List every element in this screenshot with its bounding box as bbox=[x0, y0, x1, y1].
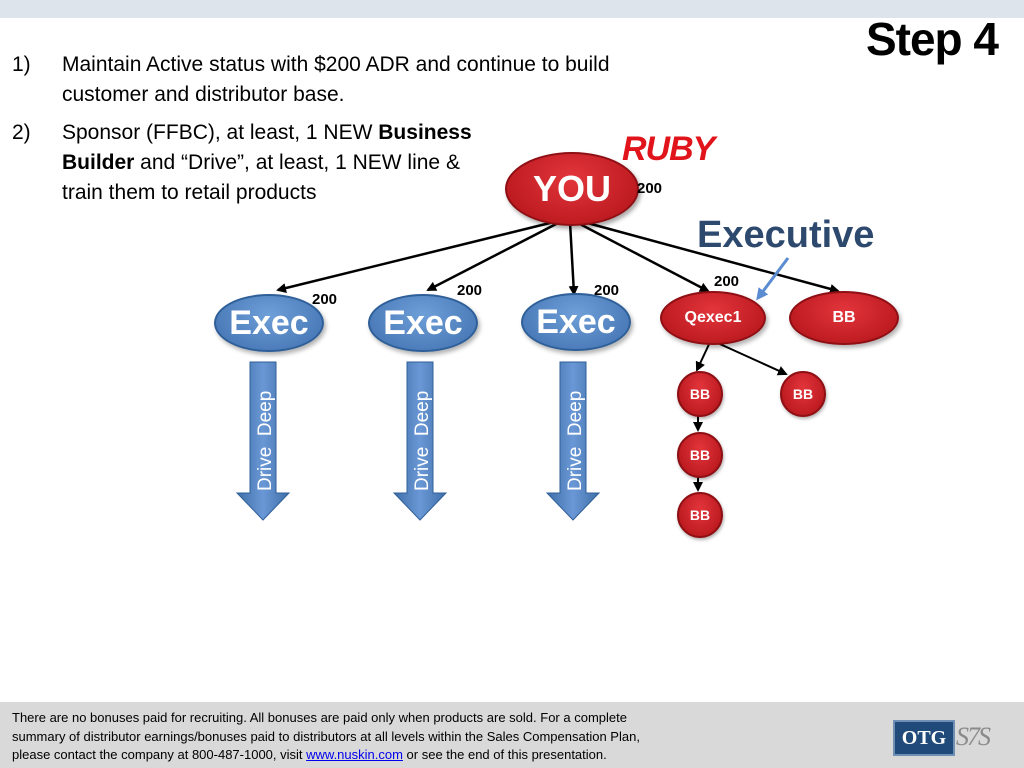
footer: There are no bonuses paid for recruiting… bbox=[0, 702, 1024, 768]
node-bb-child-1: BB bbox=[677, 371, 723, 417]
bullet-2-part-1: Sponsor (FFBC), at least, 1 NEW bbox=[62, 121, 379, 144]
node-you-label: YOU bbox=[532, 168, 611, 209]
node-exec-3-label: Exec bbox=[536, 302, 616, 341]
footer-link-nuskin[interactable]: www.nuskin.com bbox=[306, 747, 403, 762]
link-qexec-bb-right bbox=[710, 339, 788, 376]
node-qexec1-label: Qexec1 bbox=[684, 309, 742, 326]
node-bb-child-4-label: BB bbox=[689, 507, 711, 523]
otg-logo: OTG bbox=[893, 720, 955, 756]
amount-exec-2: 200 bbox=[457, 282, 483, 299]
amount-exec-3: 200 bbox=[594, 282, 620, 299]
footer-line-3-post: or see the end of this presentation. bbox=[402, 747, 607, 762]
drive-deep-label-2: Drive Deep bbox=[412, 391, 433, 491]
node-bb-child-2-label: BB bbox=[792, 386, 814, 402]
footer-line-2: summary of distributor earnings/bonuses … bbox=[12, 728, 640, 744]
footer-line-3: please contact the company at 800-487-10… bbox=[12, 746, 752, 765]
bullet-2-part-2-bold: Business Builder bbox=[62, 121, 472, 174]
node-exec-1-label: Exec bbox=[229, 303, 309, 342]
footer-disclaimer: There are no bonuses paid for recruiting… bbox=[12, 709, 752, 765]
drive-deep-arrow-3 bbox=[545, 361, 601, 521]
node-bb-top-label: BB bbox=[832, 309, 856, 326]
link-you-exec2 bbox=[426, 220, 561, 292]
bullet-2-text: Sponsor (FFBC), at least, 1 NEW Business… bbox=[62, 118, 502, 208]
drive-deep-label-3: Drive Deep bbox=[565, 391, 586, 491]
footer-line-1: There are no bonuses paid for recruiting… bbox=[12, 710, 627, 725]
node-bb-child-1-label: BB bbox=[689, 386, 711, 402]
top-band bbox=[0, 0, 1024, 18]
link-qexec-bb-left bbox=[695, 339, 712, 372]
node-bb-child-4: BB bbox=[677, 492, 723, 538]
bullet-1-part-1: Maintain Active status with $200 ADR and… bbox=[62, 53, 610, 106]
drive-deep-arrow-2 bbox=[392, 361, 448, 521]
node-bb-child-3-label: BB bbox=[689, 447, 711, 463]
link-you-bb bbox=[579, 219, 840, 294]
bullet-1-number: 1) bbox=[12, 53, 31, 76]
node-bb-top: BB bbox=[789, 291, 899, 345]
link-you-qexec bbox=[575, 220, 710, 293]
rank-label-ruby: RUBY bbox=[622, 130, 715, 168]
amount-exec-1: 200 bbox=[312, 291, 338, 308]
link-you-exec3 bbox=[568, 221, 579, 296]
amount-qexec1: 200 bbox=[714, 273, 740, 290]
node-qexec1: Qexec1 bbox=[660, 291, 766, 345]
node-bb-child-3: BB bbox=[677, 432, 723, 478]
node-bb-child-2: BB bbox=[780, 371, 826, 417]
node-exec-2: Exec bbox=[368, 294, 478, 352]
footer-line-3-pre: please contact the company at 800-487-10… bbox=[12, 747, 307, 762]
org-chart-lines: Drive Deep Drive Deep Drive Deep bbox=[235, 219, 840, 521]
node-exec-1: Exec bbox=[214, 294, 324, 352]
executive-label: Executive bbox=[697, 214, 875, 256]
drive-deep-arrow-1 bbox=[235, 361, 291, 521]
link-you-exec1 bbox=[276, 219, 559, 293]
slide-title: Step 4 bbox=[865, 13, 999, 65]
node-you: YOU bbox=[505, 152, 639, 226]
bullet-1-text: Maintain Active status with $200 ADR and… bbox=[62, 50, 622, 110]
s7s-logo: S7S bbox=[956, 722, 991, 751]
executive-pointer bbox=[756, 257, 790, 301]
bullet-2-number: 2) bbox=[12, 121, 31, 144]
node-exec-3: Exec bbox=[521, 293, 631, 351]
drive-deep-label-1: Drive Deep bbox=[255, 391, 276, 491]
amount-you: 200 bbox=[637, 180, 663, 197]
node-exec-2-label: Exec bbox=[383, 303, 463, 342]
bullet-2-part-3: and “Drive”, at least, 1 NEW line & trai… bbox=[62, 151, 460, 204]
